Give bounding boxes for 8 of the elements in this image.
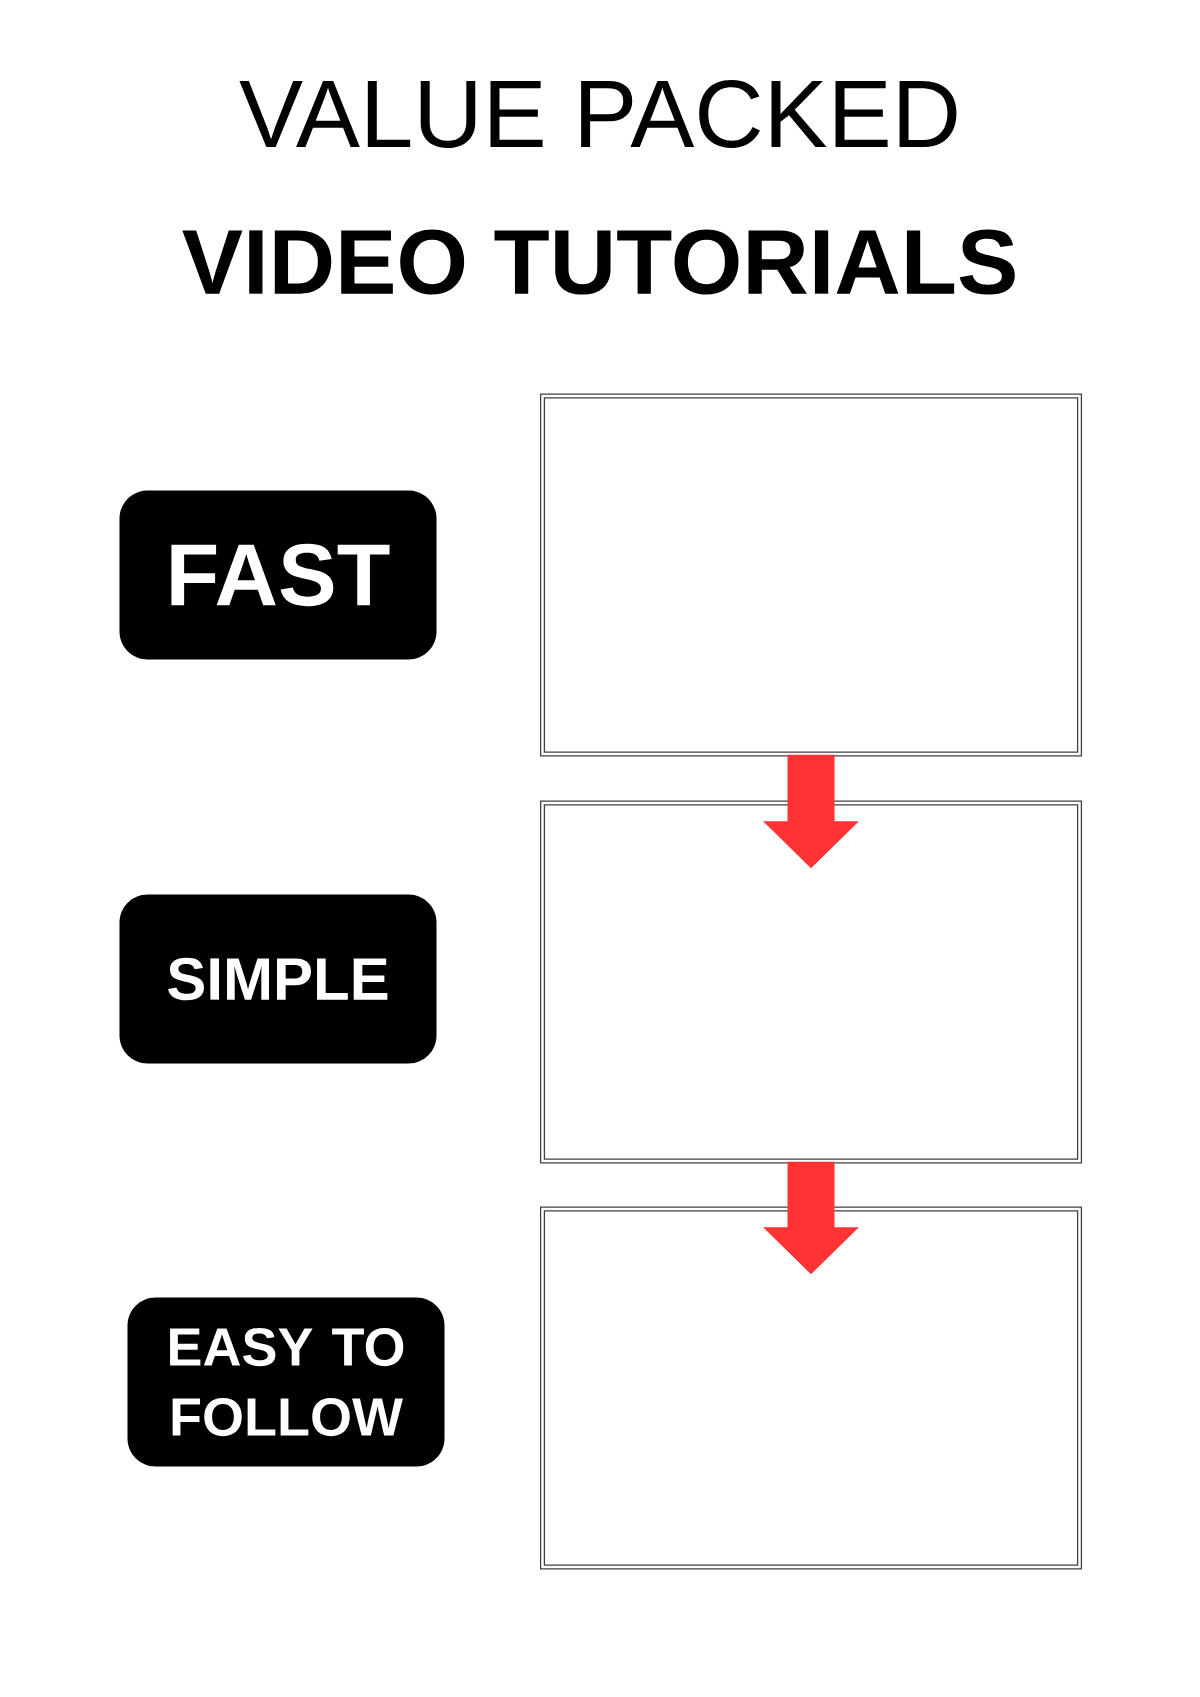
label-badge: SIMPLE: [119, 894, 437, 1064]
title: VALUE PACKED: [239, 80, 957, 148]
label-badge: EASY TO FOLLOW: [127, 1297, 445, 1467]
heading: VIDEO TUTORIALS: [182, 229, 1015, 295]
label-badge: FAST: [119, 490, 437, 660]
video-frame: [539, 800, 1083, 1164]
video-frame: [539, 1206, 1083, 1570]
video-frame: [539, 393, 1083, 757]
